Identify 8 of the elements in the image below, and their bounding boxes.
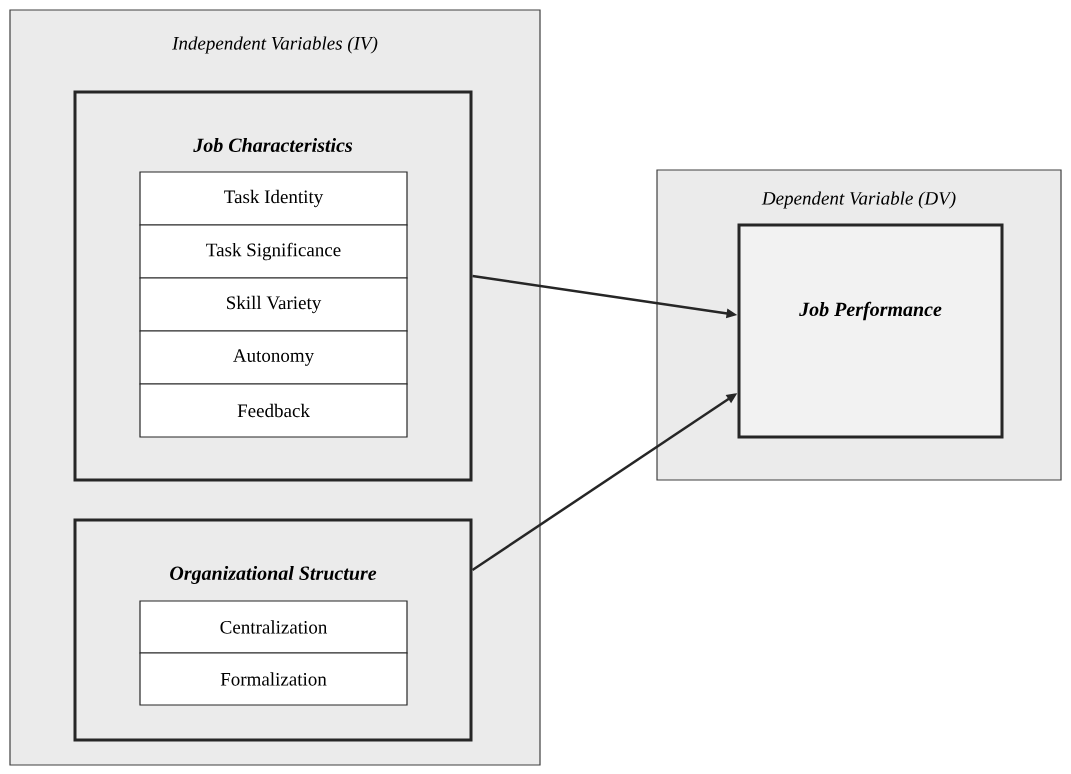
item-cell: Skill Variety xyxy=(139,277,408,332)
outcome-box: Job Performance xyxy=(737,223,1004,439)
item-cell: Autonomy xyxy=(139,330,408,385)
item-cell: Centralization xyxy=(139,600,408,654)
item-cell: Formalization xyxy=(139,652,408,706)
item-cell: Feedback xyxy=(139,383,408,438)
item-cell: Task Identity xyxy=(139,171,408,226)
item-cell: Task Significance xyxy=(139,224,408,279)
